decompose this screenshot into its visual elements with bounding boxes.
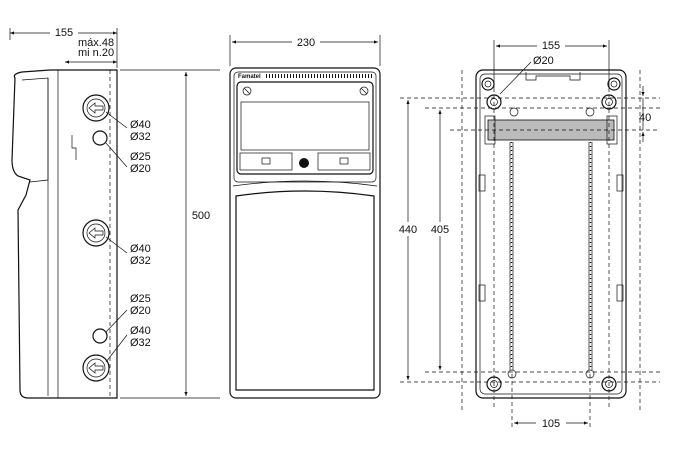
front-width-label: 230	[297, 37, 315, 49]
leader-4	[105, 309, 128, 333]
back-enclosure-outline	[475, 69, 627, 399]
front-top-section	[233, 71, 377, 183]
back-mount-hole-top-left	[481, 77, 495, 91]
back-bottom-label-bg	[536, 416, 566, 429]
back-rail-height-label: 40	[639, 112, 651, 124]
back-mount-hole-leader	[499, 61, 532, 95]
arrow-knockout-icon	[88, 362, 104, 374]
back-side-clip	[616, 284, 624, 302]
front-screw-icon	[359, 86, 369, 96]
hole-3-inner: Ø32	[130, 255, 151, 267]
side-depth-max-label: máx.48	[78, 37, 114, 49]
back-inner-outline	[479, 73, 623, 395]
hole-4-outer: Ø25	[130, 293, 151, 305]
front-window-frame	[236, 81, 374, 175]
leader-1	[105, 111, 128, 129]
leader-5	[105, 334, 128, 363]
side-height-label-bg	[188, 208, 214, 222]
back-side-clip	[478, 174, 486, 192]
side-width-label: 155	[55, 27, 73, 39]
back-inner-height-label-bg	[428, 222, 452, 236]
side-clip-detail	[71, 135, 77, 160]
front-window-glass	[240, 101, 370, 151]
back-top-clip	[525, 72, 581, 81]
back-mount-hole-label: Ø20	[533, 55, 554, 67]
hole-2-outer: Ø25	[130, 151, 151, 163]
front-latch-right	[317, 152, 371, 171]
back-side-clip	[616, 174, 624, 192]
side-width-label-bg	[50, 26, 78, 38]
side-knockout-5	[82, 354, 110, 382]
back-side-clip	[478, 284, 486, 302]
hole-1-outer: Ø40	[130, 119, 151, 131]
hole-1-inner: Ø32	[130, 131, 151, 143]
front-screw-icon	[242, 86, 252, 96]
side-knockout-1	[82, 94, 110, 122]
leader-3	[105, 236, 128, 254]
hole-5-inner: Ø32	[130, 337, 151, 349]
side-knockout-3	[82, 219, 110, 247]
front-width-label-bg	[292, 35, 320, 48]
back-rail-screw-top-left	[509, 107, 519, 117]
side-front-cover-line	[21, 77, 49, 183]
front-latch-right-tab	[339, 157, 349, 165]
hole-5-outer: Ø40	[130, 325, 151, 337]
side-depth-min-label: mi n.20	[78, 47, 114, 59]
front-enclosure-outline	[229, 67, 381, 399]
back-bottom-spacing-label: 105	[542, 418, 560, 430]
front-lower-door	[235, 190, 375, 391]
back-rail-screw-top-right	[585, 107, 595, 117]
side-knockout-2	[92, 130, 108, 146]
back-outer-height-label: 440	[399, 224, 417, 236]
side-knockout-4	[92, 328, 108, 344]
back-inner-height-label: 405	[431, 224, 449, 236]
front-latch-left	[239, 152, 293, 171]
front-lock-icon	[299, 158, 309, 168]
front-latch-left-tab	[261, 157, 271, 165]
side-view: 155 máx.48 mi n.20	[9, 26, 220, 399]
hole-2-inner: Ø20	[130, 163, 151, 175]
back-outer-height-label-bg	[396, 222, 420, 236]
front-brand-label: Famatel	[238, 74, 261, 80]
leader-2	[105, 142, 128, 168]
back-view: 155 Ø20	[396, 39, 660, 430]
hole-4-inner: Ø20	[130, 305, 151, 317]
hole-3-outer: Ø40	[130, 243, 151, 255]
arrow-knockout-icon	[88, 102, 104, 114]
front-door-top-edge	[232, 180, 378, 187]
back-mount-hole-top-right	[607, 77, 621, 91]
side-profile-outline	[11, 69, 118, 399]
back-top-label-bg	[537, 39, 565, 51]
side-height-label: 500	[192, 210, 210, 222]
back-top-spacing-label: 155	[542, 40, 560, 52]
front-view: 230 Famatel	[229, 35, 381, 399]
arrow-knockout-icon	[88, 227, 104, 239]
